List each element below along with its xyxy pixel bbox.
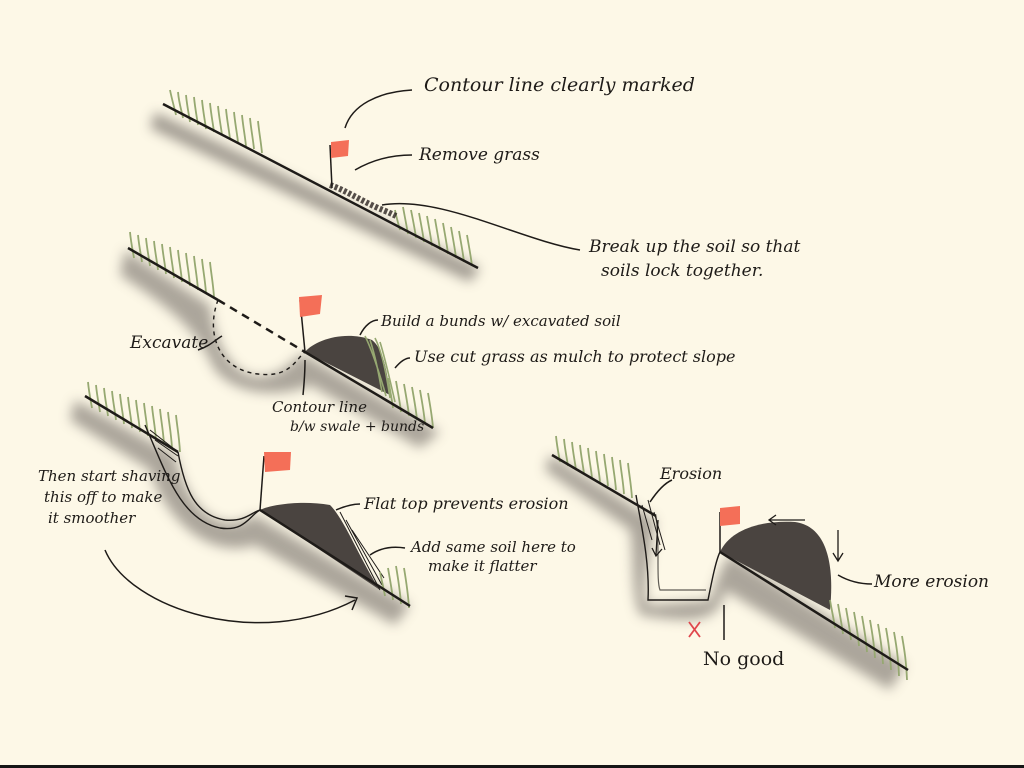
note-contour-marked: Contour line clearly marked xyxy=(424,74,695,96)
original-ground-dashed xyxy=(217,298,306,354)
slope-line xyxy=(162,102,479,270)
panel-2-excavate-and-build xyxy=(120,231,440,448)
grass-left xyxy=(555,435,633,499)
note-shaving-line-1: Then start shaving xyxy=(38,467,181,485)
curved-arrow xyxy=(104,549,356,624)
panel-3-shaving xyxy=(70,381,411,625)
leader-line xyxy=(837,574,873,585)
mulch-grass xyxy=(364,335,396,403)
note-contour-between-line-2: b/w swale + bunds xyxy=(290,419,425,435)
note-build-bunds: Build a bunds w/ excavated soil xyxy=(381,312,621,330)
leader-line xyxy=(335,503,361,511)
note-shaving-line-3: it smoother xyxy=(48,509,136,527)
panel-1-contour-marking xyxy=(150,89,581,282)
slope-line xyxy=(719,550,909,672)
contour-flag-icon xyxy=(720,506,740,526)
grass-left xyxy=(169,89,263,154)
note-more-erosion: More erosion xyxy=(874,572,989,592)
leader-line xyxy=(302,359,306,396)
grass-left xyxy=(129,231,215,298)
leader-line xyxy=(649,479,673,503)
shaved-swale-profile xyxy=(177,451,261,521)
leader-line xyxy=(359,319,379,336)
soil-shadow xyxy=(150,112,480,282)
note-excavate: Excavate xyxy=(130,333,209,353)
soil-shadow xyxy=(70,400,410,625)
note-flat-top: Flat top prevents erosion xyxy=(364,494,569,513)
grass-right xyxy=(394,206,473,267)
grass-right xyxy=(379,565,410,609)
erosion-arrow-icon xyxy=(767,514,805,526)
leader-line xyxy=(354,154,413,171)
shaving-hatch xyxy=(149,429,179,463)
leader-line xyxy=(381,202,581,251)
erosion-arrow-icon xyxy=(832,530,844,563)
grass-right xyxy=(829,599,908,681)
note-remove-grass: Remove grass xyxy=(419,145,540,165)
added-soil-hatch xyxy=(339,511,385,591)
contour-flag-icon xyxy=(264,452,291,472)
erosion-arrow-icon xyxy=(651,519,663,558)
arrow-head-icon xyxy=(344,595,359,611)
slope-line xyxy=(551,453,657,518)
soil-shadow xyxy=(120,250,440,448)
slope-line xyxy=(127,246,219,302)
note-break-soil-line-1: Break up the soil so that xyxy=(589,237,801,257)
panel-4-no-good xyxy=(545,435,909,690)
cross-icon xyxy=(688,621,701,638)
round-bund xyxy=(720,521,832,610)
bund-mound xyxy=(305,335,390,395)
steep-swale-profile xyxy=(635,494,721,601)
erosion-marks xyxy=(641,499,666,551)
grass-left xyxy=(87,381,181,453)
leader-line xyxy=(344,89,413,129)
flag-pole xyxy=(259,455,265,511)
note-erosion: Erosion xyxy=(660,464,723,483)
leader-line xyxy=(197,335,223,351)
leader-line xyxy=(369,546,406,556)
soil-shadow xyxy=(545,455,905,690)
shaved-swale-profile xyxy=(144,424,261,530)
bottom-edge-bar xyxy=(0,765,1024,768)
flag-pole xyxy=(329,144,333,189)
slope-line xyxy=(304,350,434,430)
note-add-soil-line-2: make it flatter xyxy=(428,557,537,575)
slope-line xyxy=(259,508,411,608)
contour-flag-icon xyxy=(331,140,349,158)
excavated-swale xyxy=(212,299,306,376)
note-no-good: No good xyxy=(703,648,785,670)
contour-flag-icon xyxy=(299,295,322,317)
note-contour-between-line-1: Contour line xyxy=(272,398,367,416)
note-break-soil-line-2: soils lock together. xyxy=(601,261,764,281)
note-add-soil-line-1: Add same soil here to xyxy=(411,538,576,556)
leader-line xyxy=(394,357,411,369)
note-shaving-line-2: this off to make xyxy=(44,488,163,506)
steep-swale-profile xyxy=(655,515,706,591)
slope-line xyxy=(84,394,179,454)
grass-right xyxy=(387,377,434,429)
note-cut-grass: Use cut grass as mulch to protect slope xyxy=(414,347,736,366)
